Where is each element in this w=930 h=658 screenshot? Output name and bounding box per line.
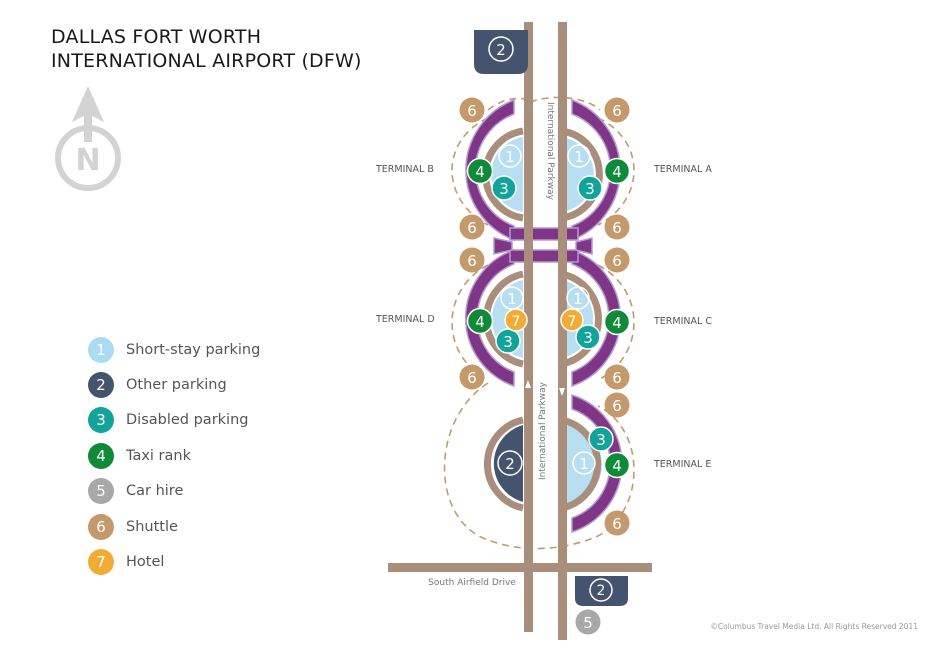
legend-label: Short-stay parking bbox=[126, 341, 261, 358]
terminal-b-label: TERMINAL B bbox=[375, 164, 434, 175]
shuttle-badge-icon: 6 bbox=[88, 513, 114, 540]
disabled-badge-icon: 3 bbox=[88, 407, 114, 434]
svg-text:7: 7 bbox=[568, 314, 577, 330]
international-parkway bbox=[388, 22, 652, 640]
legend-label: Disabled parking bbox=[126, 412, 249, 429]
title-line-1: DALLAS FORT WORTH bbox=[51, 26, 262, 48]
legend-item-car-hire: 5 Car hire bbox=[88, 474, 260, 509]
legend-item-shuttle: 6 Shuttle bbox=[88, 509, 260, 544]
svg-text:2: 2 bbox=[505, 455, 515, 473]
car-hire-marker: 5 bbox=[575, 609, 601, 635]
parkway-label-top: International Parkway bbox=[545, 102, 555, 201]
legend-item-other-parking: 2 Other parking bbox=[88, 367, 260, 402]
svg-text:6: 6 bbox=[612, 515, 622, 533]
svg-text:1: 1 bbox=[574, 148, 584, 166]
shuttle-markers: 6 6 6 6 6 6 6 6 6 6 bbox=[459, 97, 630, 536]
svg-text:4: 4 bbox=[612, 163, 622, 181]
legend-item-taxi: 4 Taxi rank bbox=[88, 438, 260, 473]
map-legend: 1 Short-stay parking 2 Other parking 3 D… bbox=[88, 332, 260, 580]
traffic-arrows bbox=[525, 380, 565, 396]
north-arrow-icon: N bbox=[55, 86, 121, 191]
svg-text:3: 3 bbox=[585, 180, 595, 198]
terminal-d-building bbox=[464, 248, 515, 388]
skylink-connector-bottom bbox=[509, 249, 579, 263]
svg-text:6: 6 bbox=[467, 369, 477, 387]
disabled-parking-markers: 3 3 3 3 3 bbox=[491, 175, 614, 452]
svg-text:7: 7 bbox=[512, 314, 521, 330]
svg-text:6: 6 bbox=[467, 252, 477, 270]
svg-text:6: 6 bbox=[612, 397, 622, 415]
skylink-connector-top bbox=[509, 227, 579, 241]
terminal-c-building bbox=[571, 248, 622, 388]
svg-text:3: 3 bbox=[583, 329, 593, 347]
legend-label: Taxi rank bbox=[126, 447, 191, 464]
parking-top-2: 2 bbox=[474, 30, 528, 74]
south-airfield-label: South Airfield Drive bbox=[428, 578, 516, 588]
map-title: DALLAS FORT WORTH INTERNATIONAL AIRPORT … bbox=[51, 25, 362, 73]
terminal-e-label: TERMINAL E bbox=[653, 459, 711, 470]
other-parking-badge-icon: 2 bbox=[88, 372, 114, 399]
svg-text:6: 6 bbox=[612, 219, 622, 237]
svg-text:4: 4 bbox=[475, 313, 485, 331]
svg-text:4: 4 bbox=[612, 314, 622, 332]
compass-letter: N bbox=[75, 143, 100, 178]
svg-text:5: 5 bbox=[583, 614, 593, 632]
parking-bottom-2: 2 bbox=[575, 576, 628, 606]
svg-text:2: 2 bbox=[496, 41, 506, 59]
legend-label: Shuttle bbox=[126, 518, 178, 535]
taxi-rank-markers: 4 4 4 4 4 bbox=[466, 157, 631, 479]
svg-text:1: 1 bbox=[505, 148, 515, 166]
short-stay-badge-icon: 1 bbox=[88, 336, 114, 363]
svg-text:1: 1 bbox=[579, 455, 589, 473]
parking-e-2: 2 bbox=[497, 450, 523, 476]
terminal-c-label: TERMINAL C bbox=[653, 316, 712, 327]
hotel-badge-icon: 7 bbox=[88, 549, 114, 576]
parkway-label-bottom: International Parkway bbox=[538, 381, 548, 480]
legend-label: Other parking bbox=[126, 377, 227, 394]
svg-text:1: 1 bbox=[573, 290, 583, 308]
legend-label: Hotel bbox=[126, 554, 165, 571]
svg-text:3: 3 bbox=[503, 333, 513, 351]
hotel-markers: 7 7 bbox=[504, 308, 584, 332]
svg-text:4: 4 bbox=[612, 457, 622, 475]
svg-text:6: 6 bbox=[612, 252, 622, 270]
copyright-notice: ©Columbus Travel Media Ltd. All Rights R… bbox=[710, 622, 918, 631]
svg-text:6: 6 bbox=[612, 369, 622, 387]
svg-text:3: 3 bbox=[596, 431, 606, 449]
car-hire-badge-icon: 5 bbox=[88, 478, 114, 505]
svg-text:6: 6 bbox=[612, 102, 622, 120]
terminal-d-label: TERMINAL D bbox=[375, 314, 435, 325]
svg-text:2: 2 bbox=[597, 583, 606, 599]
svg-text:6: 6 bbox=[467, 219, 477, 237]
taxi-badge-icon: 4 bbox=[88, 442, 114, 469]
svg-text:3: 3 bbox=[499, 180, 509, 198]
legend-item-short-stay: 1 Short-stay parking bbox=[88, 332, 260, 367]
svg-text:1: 1 bbox=[507, 290, 517, 308]
svg-text:6: 6 bbox=[467, 102, 477, 120]
legend-item-hotel: 7 Hotel bbox=[88, 544, 260, 579]
other-parking-lot bbox=[493, 425, 523, 502]
south-airfield-drive-road bbox=[388, 563, 652, 572]
svg-text:4: 4 bbox=[475, 163, 485, 181]
legend-label: Car hire bbox=[126, 483, 184, 500]
short-stay-markers: 1 1 1 1 1 bbox=[498, 144, 596, 475]
terminal-a-label: TERMINAL A bbox=[653, 164, 712, 175]
title-line-2: INTERNATIONAL AIRPORT (DFW) bbox=[51, 50, 362, 72]
legend-item-disabled: 3 Disabled parking bbox=[88, 403, 260, 438]
